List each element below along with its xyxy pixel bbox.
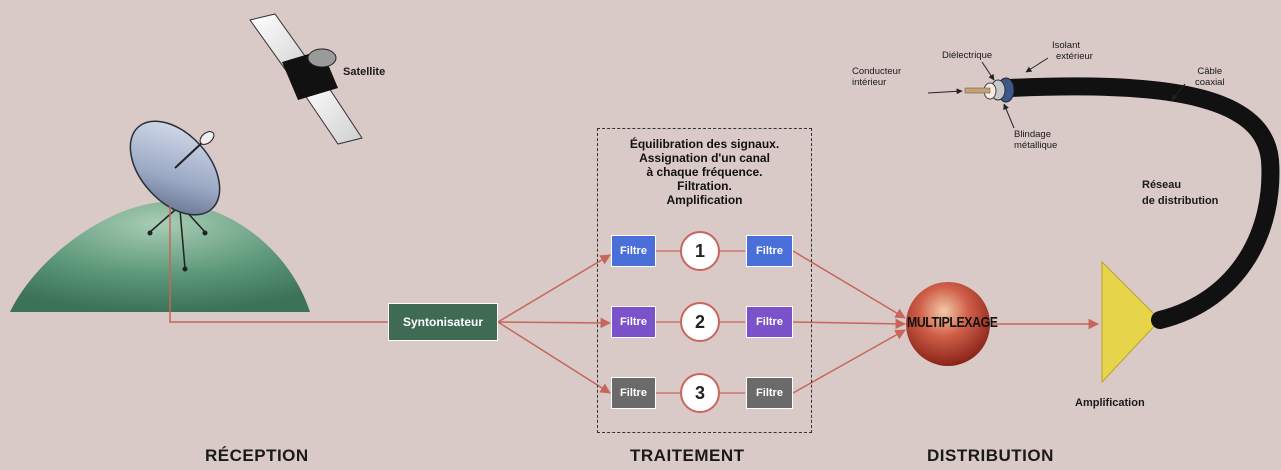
conducteur-label: Conducteur intérieur [852, 66, 901, 88]
section-reception: RÉCEPTION [205, 446, 309, 465]
filter-out-3: Filtre [746, 377, 793, 409]
blindage-line: métallique [1014, 140, 1058, 151]
satellite-dish-icon [129, 120, 221, 272]
syntonisateur-box: Syntonisateur [388, 303, 498, 341]
reseau-label: Réseau de distribution [1142, 177, 1218, 209]
processing-title-line: à chaque fréquence. [646, 165, 763, 179]
processing-title-line: Équilibration des signaux. [629, 137, 780, 151]
filter-out-1: Filtre [746, 235, 793, 267]
filter-in-3: Filtre [611, 377, 656, 409]
reseau-line: Réseau [1142, 179, 1182, 191]
isolant-line: extérieur [1056, 51, 1093, 62]
satellite-icon [249, 13, 363, 145]
section-traitement: TRAITEMENT [630, 446, 745, 465]
cable-line: coaxial [1195, 77, 1225, 88]
amplification-label: Amplification [1075, 397, 1145, 409]
earth-hill [10, 201, 310, 312]
signal-line-dish [169, 205, 388, 323]
dielectrique-label: Diélectrique [942, 50, 993, 61]
processing-title-line: Assignation d'un canal [639, 151, 770, 165]
multiplexage-label: MULTIPLEXAGE [907, 314, 998, 331]
processing-title-line: Amplification [666, 193, 743, 207]
processing-title: Équilibration des signaux. Assignation d… [597, 137, 812, 207]
isolant-label: Isolant extérieur [1052, 40, 1093, 62]
processing-frame [597, 128, 812, 433]
filter-out-2: Filtre [746, 306, 793, 338]
coaxial-cable [1001, 77, 1280, 329]
channel-2: 2 [680, 302, 720, 342]
amplifier-triangle [1101, 260, 1161, 384]
reseau-line: de distribution [1142, 195, 1219, 207]
channel-1: 1 [680, 231, 720, 271]
cable-line: Câble [1197, 66, 1223, 77]
satellite-label: Satellite [343, 66, 386, 78]
filter-in-2: Filtre [611, 306, 656, 338]
blindage-line: Blindage [1014, 129, 1051, 140]
processing-title-line: Filtration. [677, 179, 732, 193]
conducteur-line: intérieur [852, 77, 887, 88]
multiplexer-sphere [906, 282, 990, 366]
channel-3: 3 [680, 373, 720, 413]
isolant-line: Isolant [1052, 40, 1080, 51]
blindage-label: Blindage métallique [1014, 129, 1057, 151]
filter-in-1: Filtre [611, 235, 656, 267]
section-distribution: DISTRIBUTION [927, 446, 1054, 465]
conducteur-line: Conducteur [852, 66, 902, 77]
cable-label: Câble coaxial [1195, 66, 1225, 88]
